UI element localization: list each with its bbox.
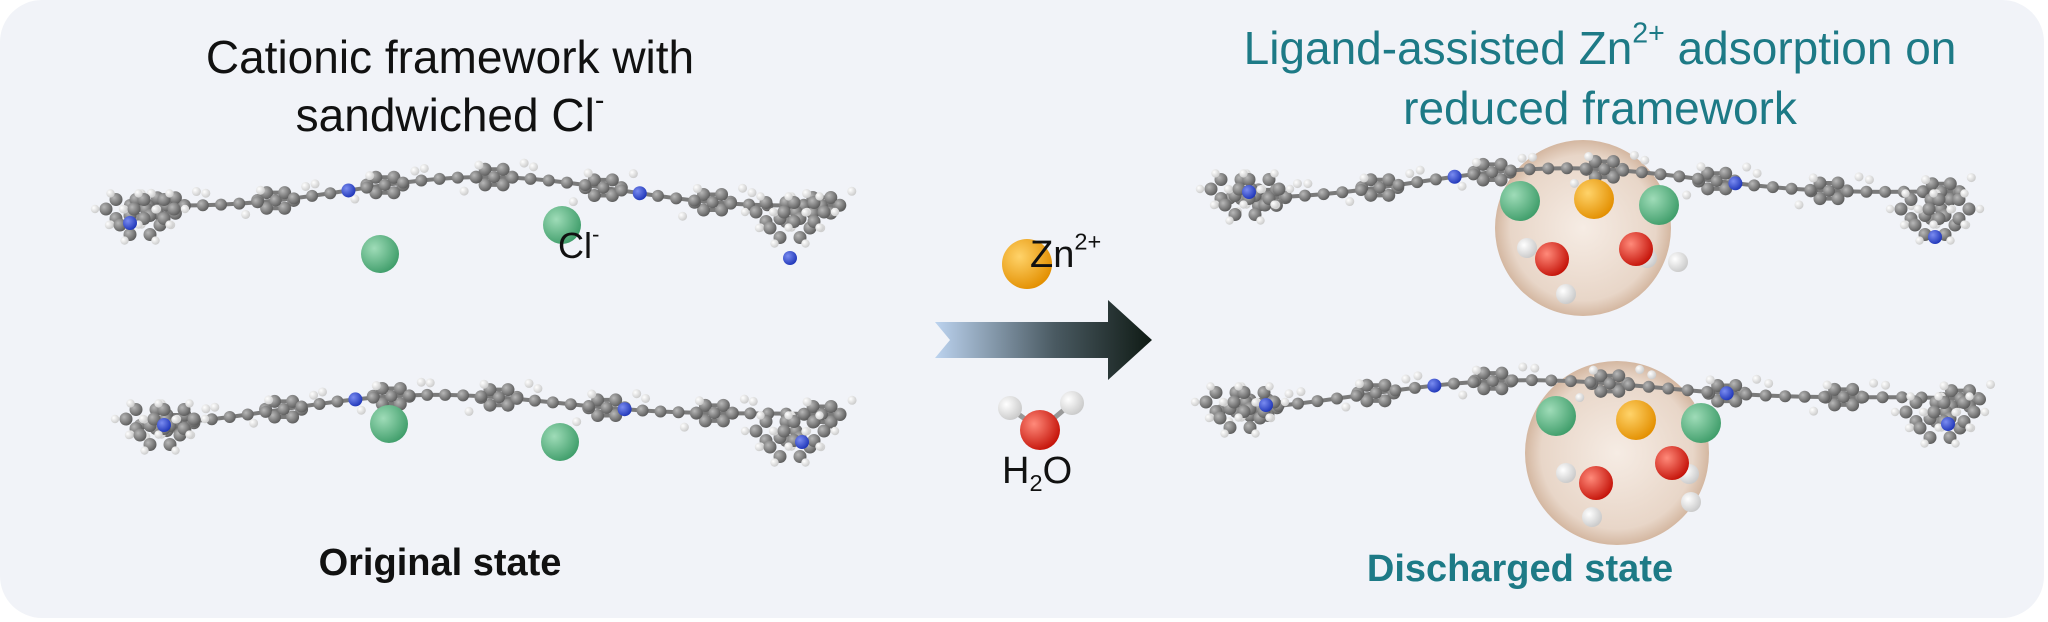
- left-title-line2: sandwiched Cl: [295, 89, 595, 141]
- water-molecule: [1556, 463, 1613, 527]
- water-label-h: H: [1002, 450, 1030, 492]
- chloride-label: Cl-: [558, 223, 599, 267]
- left-title-line2-sup: -: [594, 84, 605, 117]
- zinc-label-text: Zn: [1030, 234, 1075, 276]
- zinc-ion: [1002, 239, 1052, 289]
- chloride-label-sup: -: [592, 221, 600, 247]
- water-molecule: [1655, 446, 1701, 512]
- zinc-label-sup: 2+: [1074, 228, 1102, 255]
- water-molecule: [1619, 232, 1688, 272]
- solvation-halo-upper: [1495, 140, 1671, 316]
- left-title-line1: Cationic framework with: [205, 31, 695, 83]
- framework-right-top: [1195, 150, 1985, 245]
- chloride-ion: [1639, 185, 1679, 225]
- chloride-ion: [541, 423, 579, 461]
- zinc-ion: [1616, 400, 1656, 440]
- chloride-label-text: Cl: [558, 225, 592, 266]
- reaction-arrow: [935, 300, 1152, 380]
- framework-left-top: [90, 158, 857, 265]
- water-label: H2O: [1002, 450, 1073, 497]
- left-title: Cationic framework with sandwiched Cl-: [170, 28, 730, 144]
- water-label-sub: 2: [1029, 470, 1043, 497]
- chloride-ion: [1681, 403, 1721, 443]
- discharged-state-label: Discharged state: [1366, 548, 1674, 590]
- original-state-label: Original state: [318, 542, 562, 584]
- zinc-label: Zn2+: [1030, 230, 1101, 277]
- chloride-ion: [1500, 181, 1540, 221]
- chloride-ion: [543, 206, 581, 244]
- chloride-ion: [370, 405, 408, 443]
- chloride-ion: [361, 235, 399, 273]
- water-molecule: [1517, 238, 1576, 304]
- framework-left-bottom: [110, 377, 857, 467]
- chloride-ion: [1536, 396, 1576, 436]
- right-title: Ligand-assisted Zn2+ adsorption on reduc…: [1140, 18, 2048, 138]
- water-molecule: [998, 391, 1084, 450]
- water-label-o: O: [1042, 450, 1073, 492]
- right-title-line1-b: adsorption on: [1664, 22, 1957, 74]
- zinc-ion: [1574, 179, 1614, 219]
- right-title-line1-sup: 2+: [1632, 17, 1665, 50]
- right-title-line1-a: Ligand-assisted Zn: [1243, 22, 1633, 74]
- framework-right-bottom: [1190, 362, 1996, 448]
- right-title-line2: reduced framework: [1403, 82, 1797, 134]
